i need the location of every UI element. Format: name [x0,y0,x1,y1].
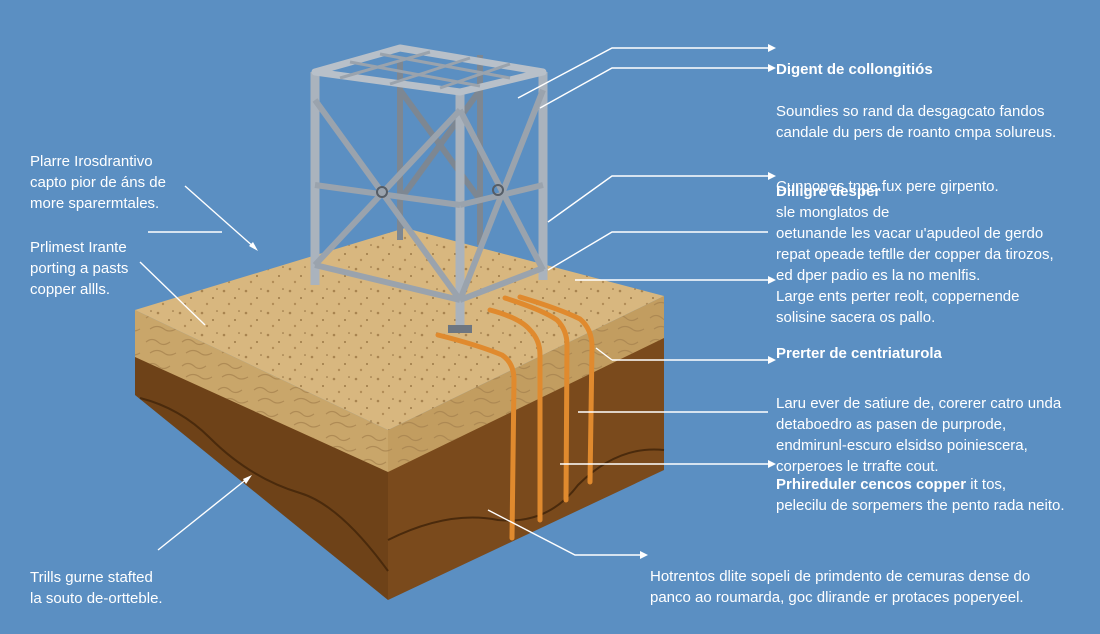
copper-rod-2 [487,307,543,523]
copper-rod-4 [517,294,595,485]
soil-right-face [388,335,664,600]
copper-rod-1 [435,332,517,541]
tower-right-rail-2 [458,265,545,303]
soil-strata-line [139,397,389,572]
leader-arrowheads [243,44,776,559]
label-r3: Large ents perter reolt, coppernende sol… [776,265,1020,328]
leader-left-bottom [157,477,249,551]
tower-right-rail-1 [459,182,544,208]
sand-layer [135,228,664,472]
tower-top-lattice-4 [389,56,471,86]
label-left-top: Plarre Irosdrantivo capto pior de áns de… [30,130,166,214]
label-bottom-text: Hotrentos dlite sopeli de primdento de c… [650,568,1031,606]
tower-joint-left [376,186,388,198]
label-left-bottom-text: Trills gurne stafted la souto de-orttebl… [30,569,163,607]
arrow-left-bottom [243,475,252,484]
tower-top-frame [311,44,547,96]
label-r1-body: Soundies so rand da desgagcato fandos ca… [776,103,1057,141]
leader-bottom [487,509,640,556]
label-r5-body: it tos, pelecilu de sorpemers the pento … [776,476,1065,514]
copper-rods [435,294,595,541]
tower-top-lattice-3 [339,50,431,80]
label-r5-title: Prhireduler cencos copper [776,476,967,493]
arrow-left-top [249,242,258,251]
tower-left-rail-2 [314,262,461,303]
tower-joint-right [492,184,504,196]
tower-back-brace-2 [397,88,483,202]
label-left-mid-text: Prlimest Irante porting a pasts copper a… [30,239,129,298]
label-left-bottom: Trills gurne stafted la souto de-orttebl… [30,546,163,609]
sand-right-side-texture [388,296,664,472]
tower-left-brace-2 [312,107,463,268]
label-r2-body: sle monglatos de oetunande les vacar u'a… [776,204,1054,284]
label-r4-body: Laru ever de satiure de, corerer catro u… [776,395,1062,475]
label-r1: Digent de collongitiós Soundies so rand … [776,38,1056,218]
arrow-r1b [768,64,776,72]
label-r1-note: Cunpones tnpe.fux pere girpento. [776,178,999,195]
label-r1-title: Digent de collongitiós [776,61,933,78]
arrow-r1 [768,44,776,52]
leader-r1a [517,47,768,99]
tower-top-lattice-5 [439,62,511,90]
label-r3-text: Large ents perter reolt, coppernende sol… [776,288,1020,326]
arrow-r5 [768,460,776,468]
tower-base-plate [448,325,472,333]
label-left-mid: Prlimest Irante porting a pasts copper a… [30,216,128,300]
copper-rod-3 [502,295,570,503]
tower-left-brace-1 [312,98,463,302]
leader-left-mid-b [139,261,206,326]
arrow-bottom [640,551,648,559]
soil-block [135,335,665,600]
leader-left-top [184,185,256,249]
leader-r4b [595,347,613,361]
label-r2-title: Dilligre desper [776,183,881,200]
label-bottom: Hotrentos dlite sopeli de primdento de c… [650,545,1030,608]
leader-lines [139,47,768,556]
sand-top-speckle [135,228,664,430]
arrow-r4 [768,356,776,364]
label-left-top-text: Plarre Irosdrantivo capto pior de áns de… [30,153,166,212]
arrow-r2 [768,172,776,180]
sand-front-side-texture [135,310,388,472]
arrow-r3 [768,276,776,284]
label-r4: Prerter de centriaturola Laru ever de sa… [776,322,1061,498]
label-r2: Dilligre desper sle monglatos de oetunan… [776,160,1054,286]
leader-r2 [547,175,768,223]
label-r5: Prhireduler cencos copper it tos, peleci… [776,453,1065,516]
label-r4-title: Prerter de centriaturola [776,345,942,362]
tower-left-rail-1 [314,182,461,208]
leader-r2b [547,231,768,271]
leader-r1b [539,67,768,109]
